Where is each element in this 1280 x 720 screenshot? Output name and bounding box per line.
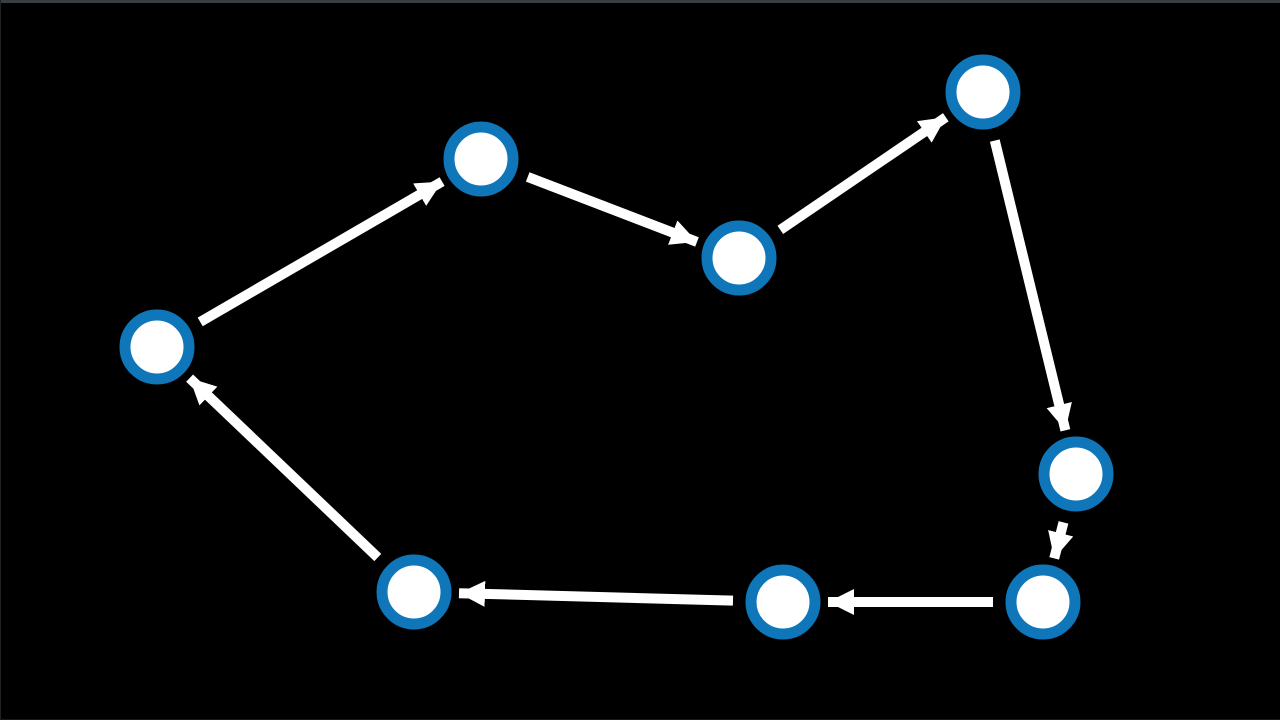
graph-edge-node-right-to-node-bottom-right xyxy=(1048,521,1074,560)
graph-edge-node-upper-left-to-node-middle xyxy=(525,172,699,247)
graph-node-left xyxy=(119,309,195,385)
graph-edge-node-left-to-node-upper-left xyxy=(197,177,445,327)
graph-node-middle xyxy=(701,220,777,296)
graph-node-bottom-left xyxy=(376,554,452,630)
graph-node-top-right xyxy=(945,54,1021,130)
graph-node-upper-left xyxy=(443,121,519,197)
graph-node-bottom-right xyxy=(1005,564,1081,640)
slide-top-border xyxy=(0,0,1280,3)
graph-edge-node-bottom-left-to-node-left xyxy=(186,374,382,562)
graph-node-bottom-middle xyxy=(745,564,821,640)
edges-layer xyxy=(186,113,1074,615)
graph-edge-node-bottom-middle-to-node-bottom-left xyxy=(458,580,734,607)
graph-edge-node-middle-to-node-top-right xyxy=(777,113,949,235)
graph-edge-node-top-right-to-node-right xyxy=(989,139,1072,432)
slide-left-border xyxy=(0,0,1,720)
graph-node-right xyxy=(1038,436,1114,512)
nodes-layer xyxy=(119,54,1114,640)
